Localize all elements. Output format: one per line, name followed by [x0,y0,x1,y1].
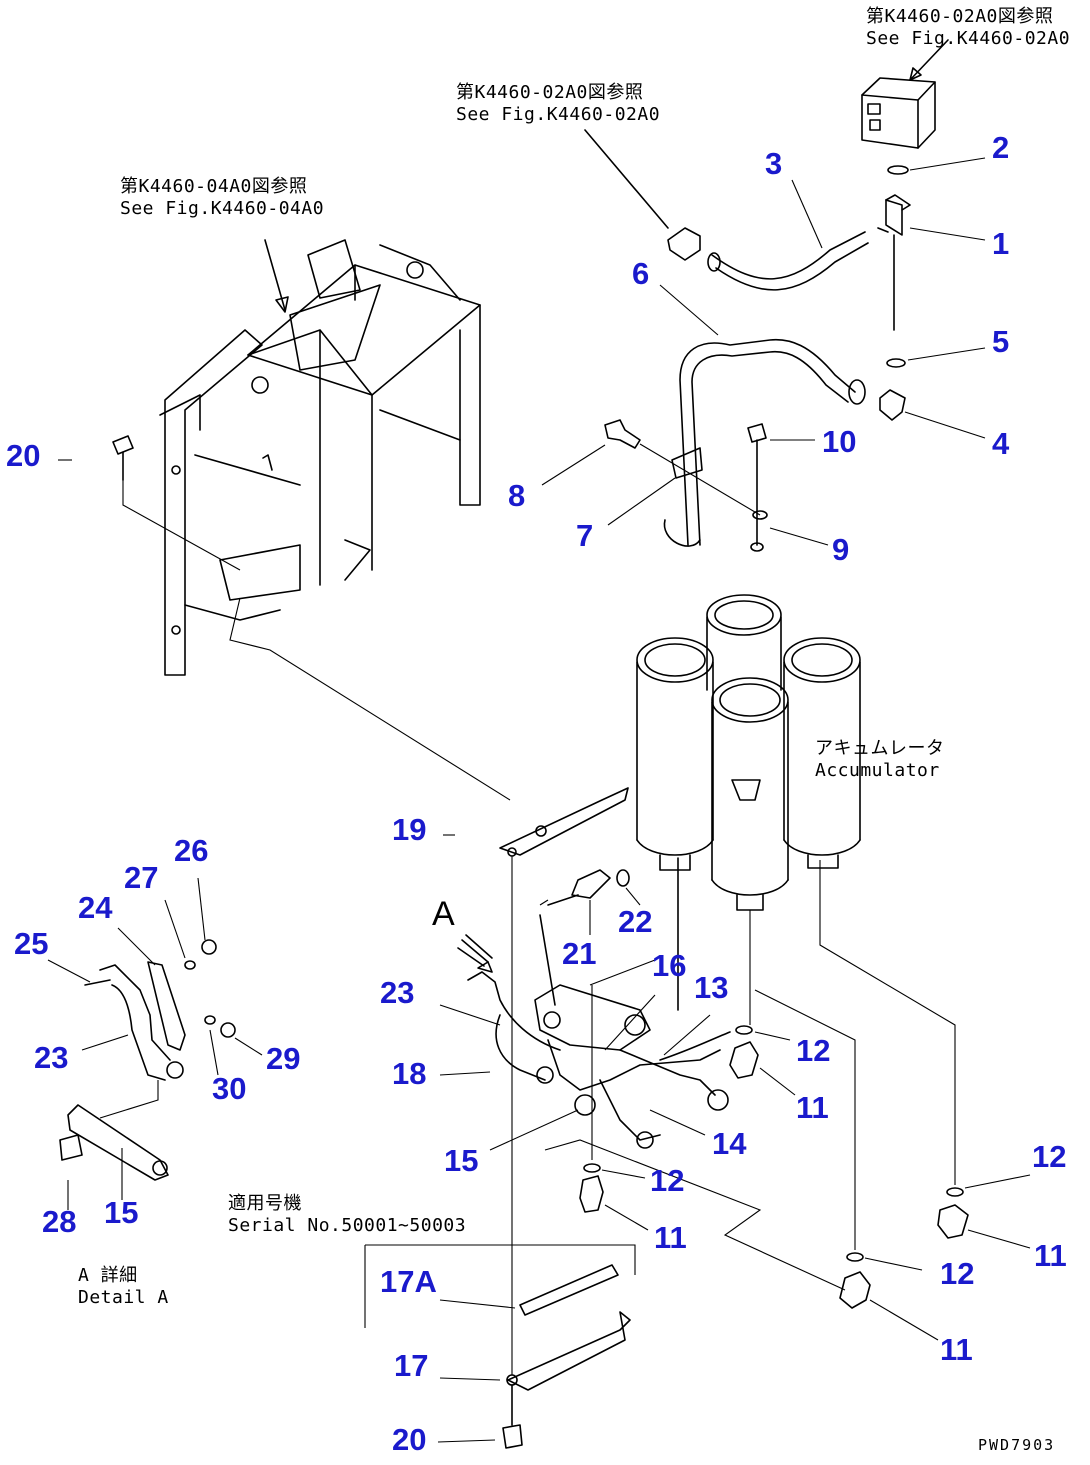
callout-11-a: 11 [796,1090,829,1125]
drawing-code: PWD7903 [978,1436,1056,1454]
callout-26: 26 [174,833,209,868]
callout-28: 28 [42,1204,77,1239]
callout-11-c: 11 [1034,1238,1067,1273]
pipe-6 [679,338,856,546]
oring-2 [887,165,909,175]
fitting-1 [877,194,911,331]
callout-30: 30 [212,1071,247,1106]
callout-11-b: 11 [654,1220,687,1255]
callout-12-d: 12 [940,1256,975,1291]
callout-20-bottom: 20 [392,1422,427,1457]
elbows-11 [579,1041,969,1309]
elbow-4 [879,389,906,421]
fitting-21 [547,869,630,906]
callout-23-main: 23 [380,975,415,1010]
callout-1: 1 [992,226,1010,261]
callout-2: 2 [992,130,1010,165]
frame-ref-note: 第K4460-04A0図参照 See Fig.K4460-04A0 [120,176,325,219]
pipe-ref-fitting [584,129,701,261]
callout-13: 13 [694,970,729,1005]
plate-19 [499,787,629,857]
callout-6: 6 [632,256,650,291]
serial-note: 適用号機 Serial No.50001~50003 [228,1193,467,1236]
serial-box [365,1244,636,1275]
callout-15-main: 15 [444,1143,479,1178]
bolt-10 [747,423,768,552]
callout-23-detail: 23 [34,1040,69,1075]
oring-5 [886,358,906,368]
pipe-ref-note: 第K4460-02A0図参照 See Fig.K4460-02A0 [456,82,661,125]
oring-12a [735,1025,753,1035]
detail-a-assembly [59,939,236,1181]
valve-ref-note: 第K4460-02A0図参照 See Fig.K4460-02A0 [866,6,1071,49]
tube-3 [711,231,866,280]
oring-12c [946,1187,964,1197]
callout-14: 14 [712,1126,747,1161]
callout-3: 3 [765,146,783,181]
callout-17: 17 [394,1348,429,1383]
detail-a-label: A 詳細 Detail A [78,1265,169,1308]
callout-9: 9 [832,532,850,567]
callout-19: 19 [392,812,427,847]
view-a-letter: A [432,895,455,933]
callout-24: 24 [78,890,113,925]
callout-21: 21 [562,936,597,971]
callout-20-top: 20 [6,438,41,473]
callout-16: 16 [652,948,687,983]
callout-12-a: 12 [796,1033,831,1068]
accumulator-label: アキュムレータ Accumulator [815,738,945,781]
callout-10: 10 [822,424,857,459]
callout-22: 22 [618,904,653,939]
bracket-17 [506,1311,631,1391]
bolt-20-top [112,435,134,481]
frame-bracket [159,239,481,676]
callout-8: 8 [508,478,526,513]
callout-11-d: 11 [940,1332,973,1367]
clamp-7 [671,447,703,479]
accumulators [636,594,861,911]
callout-18: 18 [392,1056,427,1091]
bracket-17a [519,1264,619,1316]
callout-15-detail: 15 [104,1195,139,1230]
callout-12-c: 12 [1032,1139,1067,1174]
callout-12-b: 12 [650,1163,685,1198]
frame-ref-arrow [264,239,286,311]
oring-12d [846,1252,864,1262]
callout-4: 4 [992,426,1010,461]
callout-27: 27 [124,860,159,895]
callout-25: 25 [14,926,49,961]
oring-12b [583,1163,601,1173]
bolt-20-bottom [502,1384,523,1449]
callout-29: 29 [266,1041,301,1076]
callout-17a: 17A [380,1264,437,1299]
bolt-8 [604,419,641,449]
valve-block [861,77,936,149]
valve-manifold [467,857,731,1149]
view-arrow-a [457,934,493,967]
callout-7: 7 [576,518,594,553]
callout-5: 5 [992,324,1010,359]
valve-ref-arrow [909,39,949,81]
